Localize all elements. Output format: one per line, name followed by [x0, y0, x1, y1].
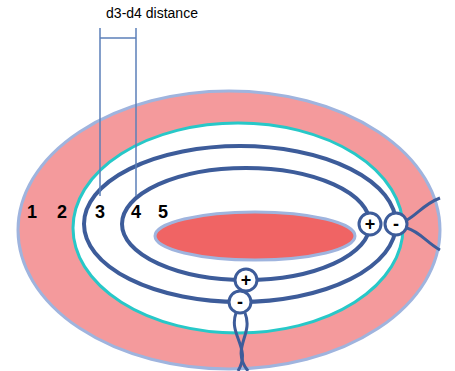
- inner-core: [155, 212, 355, 260]
- callout-number: 3: [95, 202, 105, 223]
- dimension-label: d3-d4 distance: [106, 5, 198, 21]
- electrode-loop-inner: [122, 168, 370, 280]
- lead-wire: [407, 228, 440, 250]
- terminal-outline: [229, 291, 251, 313]
- lead-wire: [234, 313, 242, 371]
- polarity-sign: +: [365, 213, 376, 235]
- electrode-terminal: -: [383, 211, 409, 237]
- callout-number: 1: [27, 202, 37, 223]
- dimension-line: [99, 28, 101, 196]
- callout-number: 2: [57, 202, 67, 223]
- electrode-terminal: +: [357, 211, 383, 237]
- terminal-outline: [385, 213, 407, 235]
- electrode-terminal: -: [227, 289, 253, 315]
- terminal-outline: [235, 269, 257, 291]
- polarity-sign: +: [241, 269, 252, 291]
- electrode-terminal: +: [233, 267, 259, 293]
- terminal-outline: [359, 213, 381, 235]
- lead-wire: [241, 313, 248, 371]
- electrode-loop-outer: [84, 146, 396, 302]
- dimension-line: [100, 37, 136, 39]
- outer-region: [18, 91, 440, 369]
- callout-number: 4: [131, 202, 141, 223]
- polarity-sign: -: [393, 213, 399, 235]
- polarity-sign: -: [237, 291, 243, 313]
- dimension-line: [135, 28, 137, 196]
- cyan-boundary: [73, 123, 403, 333]
- lead-wire: [407, 198, 440, 220]
- callout-number: 5: [158, 202, 168, 223]
